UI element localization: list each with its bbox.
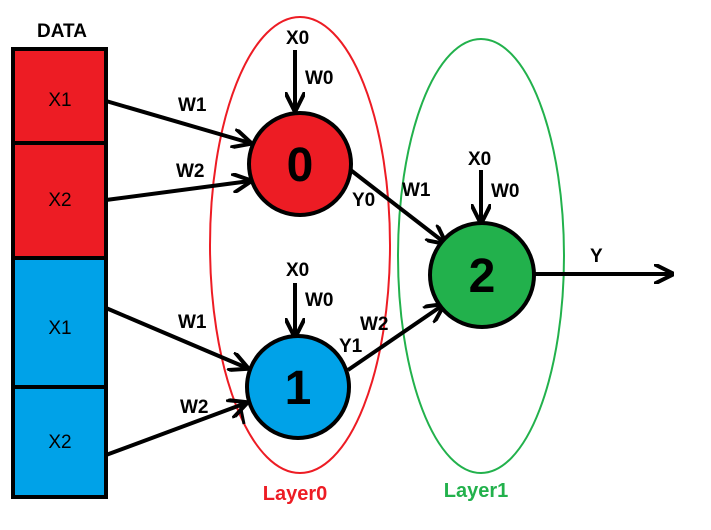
node-0-circle	[247, 111, 353, 217]
data-title: DATA	[37, 21, 87, 42]
bias-label-x0-node1: X0	[286, 260, 309, 281]
output-label-y0: Y0	[352, 190, 375, 211]
edge-x2-to-node1	[105, 403, 246, 457]
bias-label-x0-node2: X0	[468, 149, 491, 170]
node-1-circle	[245, 334, 351, 440]
node-1: 1	[245, 334, 351, 440]
output-label-y1: Y1	[339, 336, 363, 357]
edge-x2-to-node1-tick	[238, 403, 246, 425]
layer1-label: Layer1	[444, 480, 509, 502]
node-2-label: 2	[469, 250, 496, 303]
bias-label-w0-node1: W0	[305, 290, 334, 311]
edge-label-x2-node1: W2	[180, 397, 209, 418]
edge-x1-to-node0	[105, 99, 250, 143]
data-cell-4-bg	[11, 385, 108, 499]
data-cell-3-label: X1	[48, 318, 71, 339]
node-0: 0	[247, 111, 353, 217]
node-0-label: 0	[287, 139, 314, 192]
bias-label-x0-node0: X0	[286, 28, 309, 49]
data-cell-4-label: X2	[48, 432, 71, 453]
edge-node0-to-node2	[346, 166, 445, 243]
data-cell-1-label: X1	[48, 90, 71, 111]
layer0-ellipse	[209, 16, 391, 474]
node-2: 2	[428, 221, 536, 329]
layer0-label: Layer0	[263, 483, 328, 505]
edge-label-x1-node0: W1	[178, 95, 207, 116]
edge-label-x2-node0: W2	[176, 161, 205, 182]
data-cell-2-label: X2	[48, 190, 71, 211]
edge-x1-to-node1	[105, 306, 247, 368]
node-1-label: 1	[285, 362, 312, 415]
edge-node1-to-node2	[346, 305, 443, 372]
bias-label-w0-node0: W0	[305, 68, 334, 89]
node-2-circle	[428, 221, 536, 329]
edge-x2-to-node0	[105, 181, 250, 202]
bias-label-w0-node2: W0	[491, 181, 520, 202]
layer1-ellipse	[397, 38, 565, 474]
edge-label-x1-node1: W1	[178, 312, 207, 333]
edge-label-node1-node2: W2	[360, 314, 389, 335]
data-block: X1 X2 X1 X2	[11, 47, 108, 499]
final-output-label: Y	[590, 246, 603, 267]
edge-label-node0-node2: W1	[402, 180, 431, 201]
